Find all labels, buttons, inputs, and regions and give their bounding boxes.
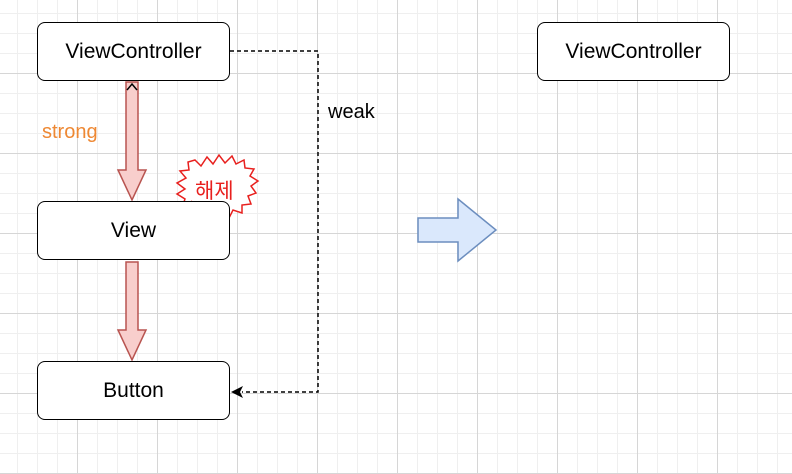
weak-connector (230, 50, 319, 393)
strong-arrow-tail-mark (126, 82, 138, 91)
view-controller-after-node: ViewController (537, 22, 730, 81)
strong-arrow-vc-to-view (116, 81, 148, 202)
strong-arrow-view-to-button (116, 261, 148, 362)
weak-arrowhead (231, 386, 243, 398)
view-node: View (37, 201, 230, 260)
button-node: Button (37, 361, 230, 420)
callout-text: 해제 (195, 180, 234, 203)
strong-label: strong (42, 121, 98, 143)
transition-arrow (417, 197, 498, 263)
view-controller-node: ViewController (37, 22, 230, 81)
weak-label: weak (328, 101, 375, 123)
